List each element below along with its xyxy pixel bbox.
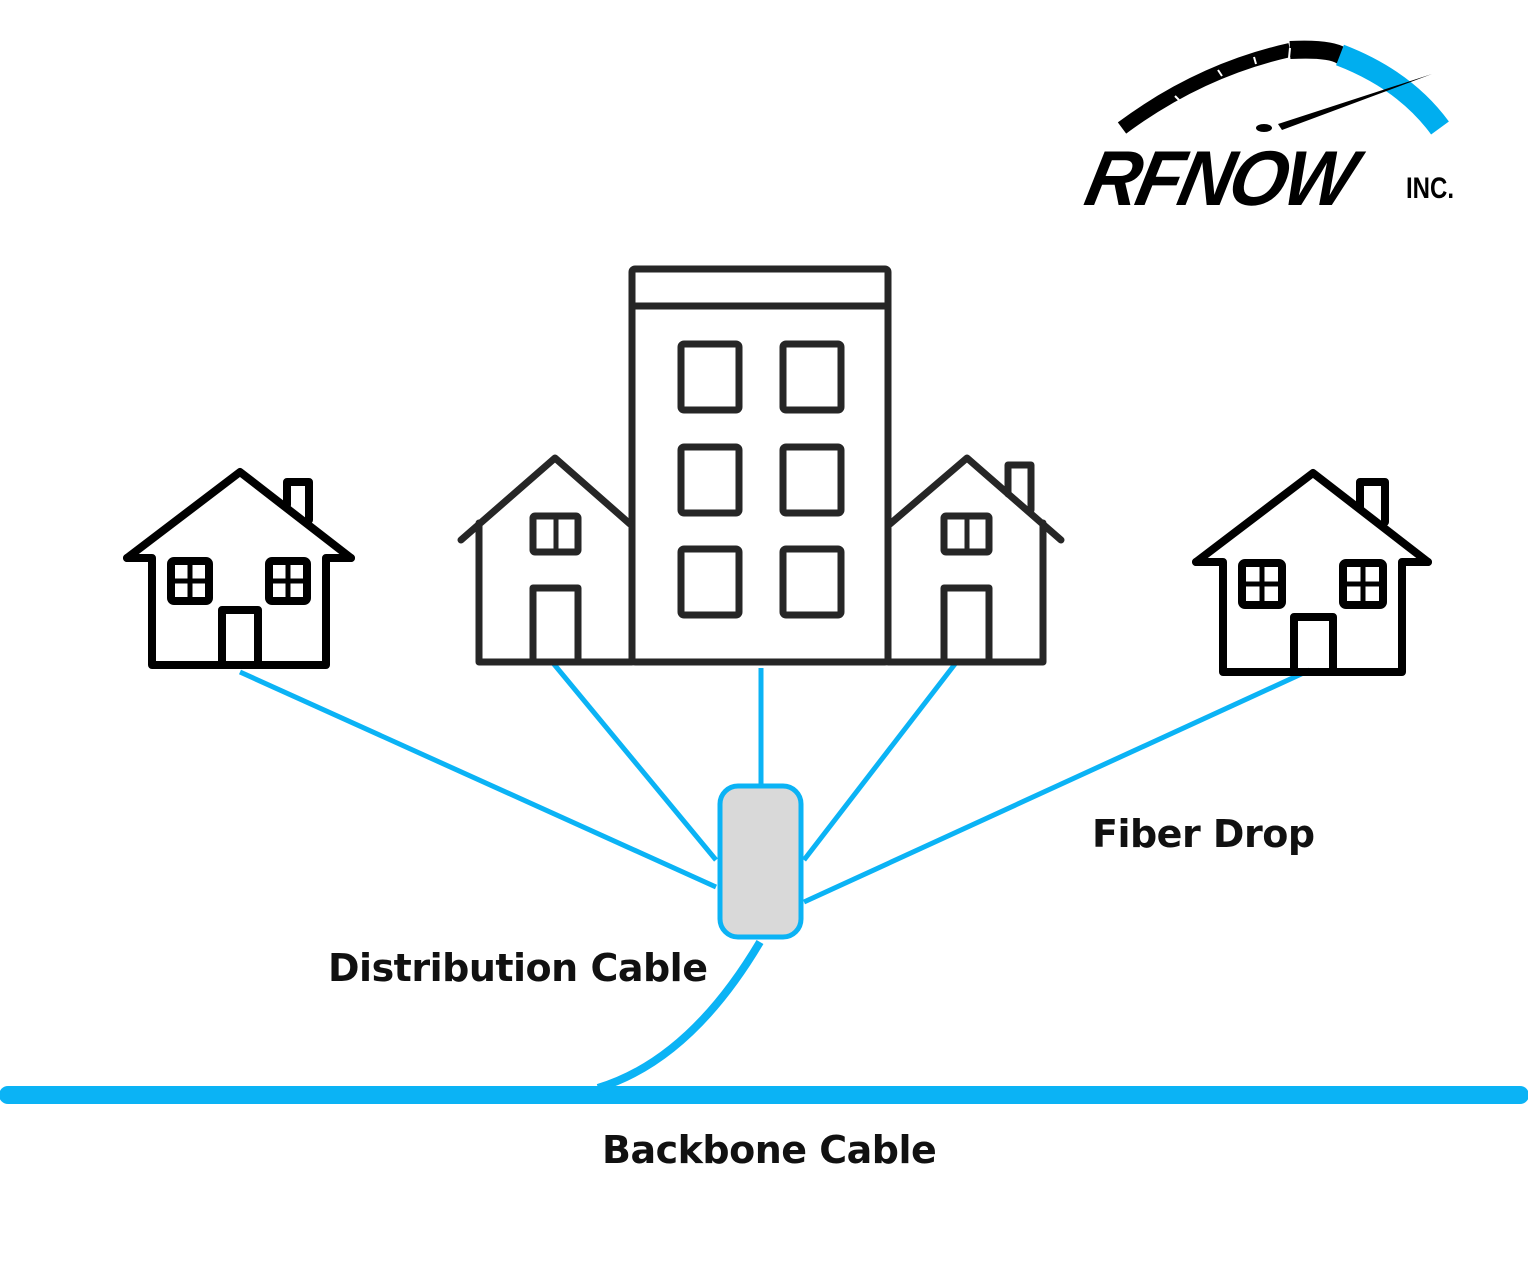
house-far-left-icon <box>123 468 355 669</box>
distribution-cable-label: Distribution Cable <box>328 946 708 990</box>
house-mid-right-icon <box>884 454 1065 666</box>
fiber-drops <box>238 661 1312 905</box>
fiber-drop-mid-right <box>802 662 957 862</box>
fiber-drop-far-right <box>802 667 1312 905</box>
house-mid-left-icon <box>457 454 636 666</box>
house-far-right-icon <box>1192 469 1432 676</box>
apartment-building-icon <box>628 265 892 666</box>
distribution-cable <box>596 939 764 1092</box>
fiber-drop-far-left <box>238 669 718 890</box>
fiber-drop-label: Fiber Drop <box>1092 812 1315 856</box>
logo-gauge-icon <box>1117 40 1449 135</box>
logo-inc-suffix: INC. <box>1406 172 1454 205</box>
logo-wordmark: RFNOW <box>1078 134 1362 222</box>
fiber-drop-mid-left <box>551 661 718 862</box>
backbone-cable-label: Backbone Cable <box>602 1128 937 1172</box>
fiber-terminal-box[interactable] <box>717 783 804 940</box>
